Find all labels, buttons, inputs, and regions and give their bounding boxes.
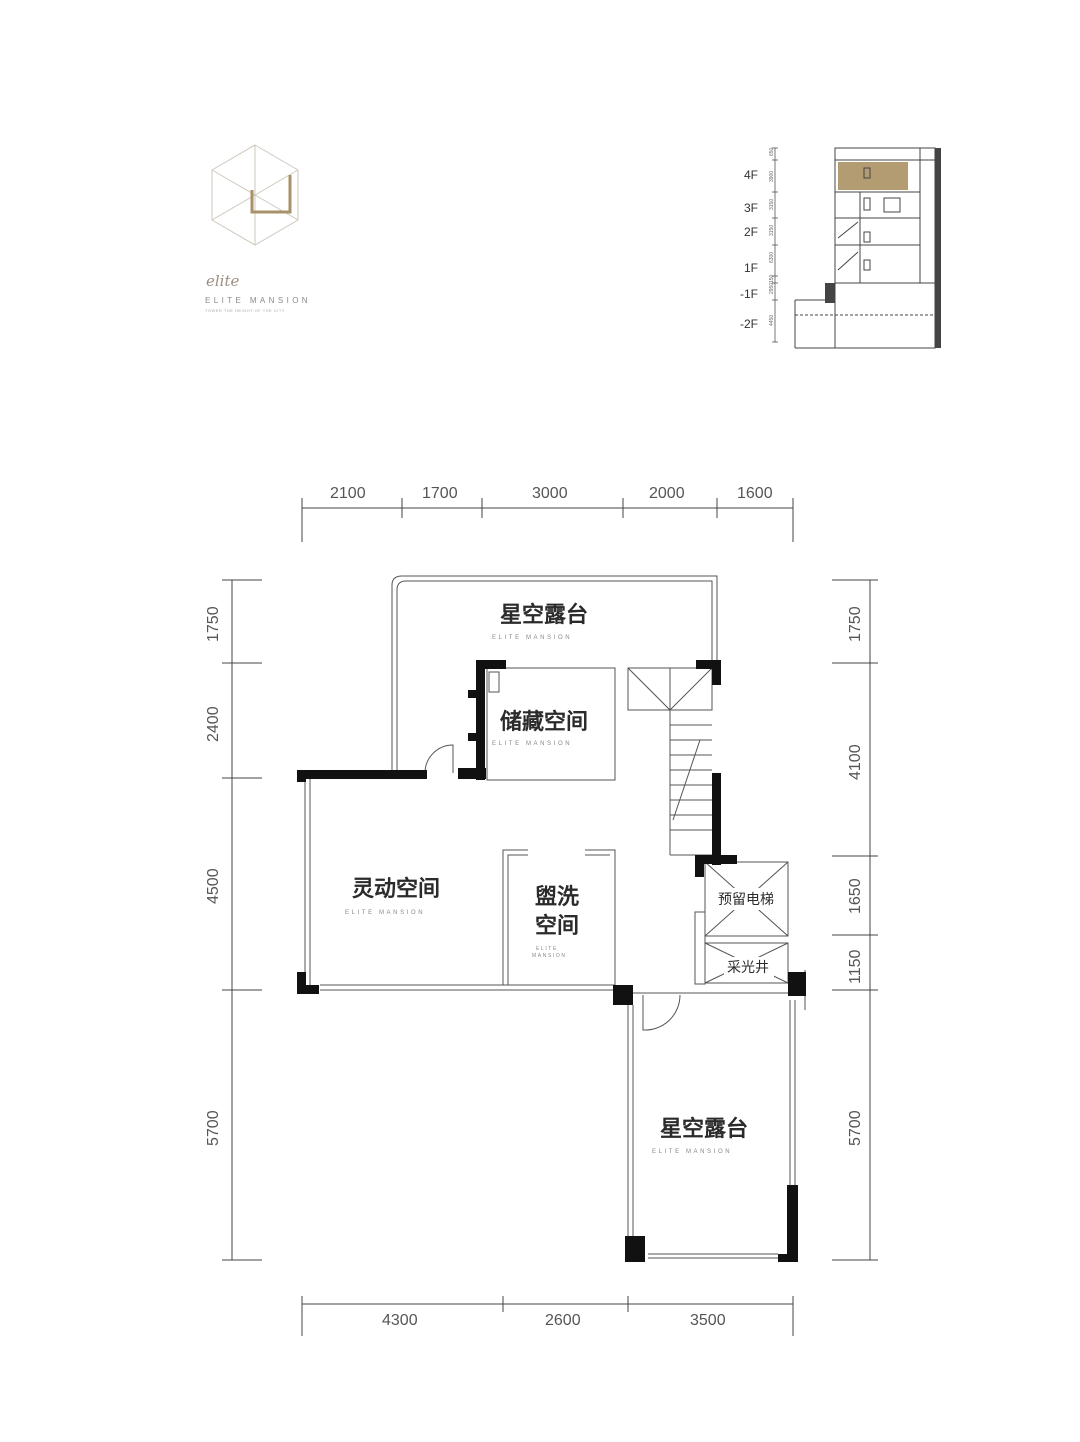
brand-script: elite <box>206 272 239 290</box>
room-wash-line2: 空间 <box>535 913 579 939</box>
section-height: 3150 <box>769 225 775 236</box>
room-sub-label: ELITE MANSION <box>345 910 425 916</box>
dim-top: 2100 <box>330 485 366 502</box>
floor-label: -1F <box>740 287 758 301</box>
dim-right: 5700 <box>847 1110 864 1146</box>
dim-right: 1750 <box>847 606 864 642</box>
section-height: 150 <box>769 274 775 283</box>
room-wash-line1: 盥洗 <box>535 885 579 910</box>
dimension-lines <box>222 498 878 1336</box>
dim-left: 2400 <box>205 706 222 742</box>
floor-label: -2F <box>740 317 758 331</box>
floor-label: 2F <box>744 225 758 239</box>
room-terrace-bottom: 星空露台 <box>660 1116 748 1142</box>
dim-top: 3000 <box>532 485 568 502</box>
brand-name: ELITE MANSION <box>205 296 311 305</box>
section-wall <box>935 148 941 348</box>
room-sub-label: ELITE <box>536 946 558 952</box>
section-height: 2950 <box>769 283 775 294</box>
floor-plan: 星空露台 ELITE MANSION 储藏空间 ELITE MANSION 灵动… <box>297 575 806 1262</box>
room-storage: 储藏空间 <box>500 709 588 735</box>
dim-left: 5700 <box>205 1110 222 1146</box>
section-height: 3900 <box>769 171 775 182</box>
section-height: 3150 <box>769 199 775 210</box>
dim-right: 4100 <box>847 744 864 780</box>
dim-right: 1150 <box>847 949 864 984</box>
room-lightwell: 采光井 <box>727 960 769 976</box>
floor-label: 3F <box>744 201 758 215</box>
hexagon-logo-icon <box>211 144 299 246</box>
room-sub-label: MANSION <box>532 953 567 959</box>
section-wall <box>825 283 835 303</box>
room-terrace-top: 星空露台 <box>500 602 588 628</box>
brand-tagline: TOWER THE HEIGHT OF THE CITY <box>205 308 285 313</box>
section-height: 6300 <box>769 252 775 263</box>
highlight-floor-fill <box>838 162 908 190</box>
section-diagram: 650 3900 3150 3150 6300 150 2950 4450 4F… <box>740 147 941 349</box>
section-height: 650 <box>769 147 775 156</box>
dim-left: 1750 <box>205 606 222 642</box>
floor-label: 1F <box>744 261 758 275</box>
dim-top: 1600 <box>737 485 773 502</box>
room-elevator: 预留电梯 <box>718 892 774 908</box>
section-height: 4450 <box>769 315 775 326</box>
room-sub-label: ELITE MANSION <box>652 1149 732 1155</box>
dim-bottom: 4300 <box>382 1312 418 1329</box>
room-sub-label: ELITE MANSION <box>492 635 572 641</box>
room-sub-label: ELITE MANSION <box>492 741 572 747</box>
dim-bottom: 3500 <box>690 1312 726 1329</box>
dim-right: 1650 <box>847 878 864 914</box>
dim-top: 1700 <box>422 485 458 502</box>
floor-label: 4F <box>744 168 758 182</box>
dim-bottom: 2600 <box>545 1312 581 1329</box>
room-flex: 灵动空间 <box>352 876 440 902</box>
dim-top: 2000 <box>649 485 685 502</box>
brand-logo: elite ELITE MANSION TOWER THE HEIGHT OF … <box>205 144 311 313</box>
dim-left: 4500 <box>205 868 222 904</box>
